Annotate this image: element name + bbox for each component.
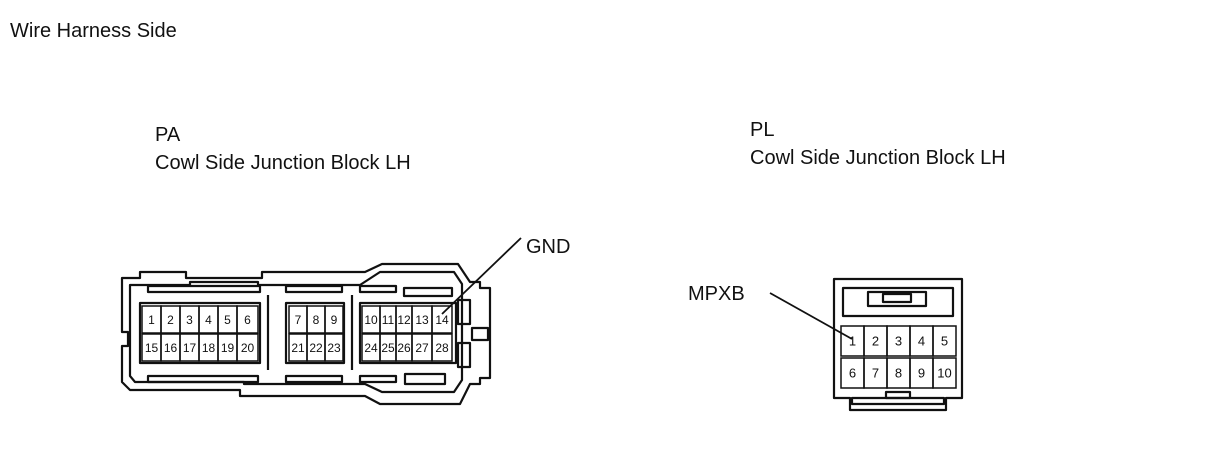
mpxb-leader-line [769,292,853,340]
gnd-callout-label: GND [526,236,571,258]
pin-cell: 19 [217,333,238,362]
connector-pa-name: Cowl Side Junction Block LH [155,152,411,174]
pin-cell: 27 [411,333,433,362]
pin-number: 10 [364,313,378,327]
pin-number: 3 [186,313,193,327]
pin-cell: 3 [179,305,200,334]
pin-number: 5 [224,313,231,327]
pin-cell: 5 [217,305,238,334]
pin-number: 4 [918,334,925,349]
pin-cell: 4 [909,325,934,357]
pin-number: 12 [397,313,411,327]
pin-number: 3 [895,334,902,349]
pin-cell: 9 [324,305,344,334]
pin-number: 8 [895,366,902,381]
pin-cell: 8 [886,357,911,389]
pin-cell: 25 [379,333,397,362]
pin-cell: 23 [324,333,344,362]
pin-number: 28 [435,341,449,355]
pin-cell: 2 [863,325,888,357]
pin-cell: 9 [909,357,934,389]
pin-number: 17 [183,341,197,355]
gnd-leader-line [441,237,522,315]
pin-cell: 17 [179,333,200,362]
diagram-title: Wire Harness Side [10,20,177,42]
pin-number: 23 [327,341,341,355]
pin-cell: 10 [932,357,957,389]
pin-number: 18 [202,341,216,355]
pin-cell: 2 [160,305,181,334]
pin-number: 1 [849,334,856,349]
connector-pa-code: PA [155,124,181,146]
pin-number: 11 [382,313,395,327]
pin-cell: 14 [431,305,453,334]
pin-number: 7 [295,313,302,327]
pin-number: 26 [397,341,411,355]
pin-number: 9 [331,313,338,327]
pin-number: 24 [364,341,378,355]
pin-number: 27 [415,341,429,355]
pin-cell: 3 [886,325,911,357]
pin-number: 1 [148,313,155,327]
pin-number: 20 [241,341,255,355]
pin-cell: 6 [840,357,865,389]
pin-number: 10 [937,366,951,381]
pin-cell: 8 [306,305,326,334]
pin-number: 13 [415,313,429,327]
pin-number: 15 [145,341,159,355]
connector-pl-code: PL [750,119,775,141]
pin-number: 7 [872,366,879,381]
pin-cell: 24 [361,333,381,362]
pin-cell: 5 [932,325,957,357]
pin-cell: 22 [306,333,326,362]
pin-cell: 1 [840,325,865,357]
pin-number: 6 [244,313,251,327]
connector-pa-housing [120,262,492,406]
pin-cell: 28 [431,333,453,362]
pin-number: 19 [221,341,235,355]
pin-cell: 7 [288,305,308,334]
pin-number: 25 [381,341,395,355]
pin-number: 9 [918,366,925,381]
pin-cell: 20 [236,333,259,362]
connector-pl-name: Cowl Side Junction Block LH [750,147,1006,169]
pin-number: 16 [164,341,178,355]
pin-cell: 7 [863,357,888,389]
pin-cell: 11 [379,305,397,334]
pin-number: 4 [205,313,212,327]
pin-cell: 10 [361,305,381,334]
pin-number: 14 [435,313,449,327]
pin-number: 2 [167,313,174,327]
pin-number: 2 [872,334,879,349]
pin-number: 6 [849,366,856,381]
pin-cell: 1 [141,305,162,334]
pin-number: 8 [313,313,320,327]
pin-cell: 16 [160,333,181,362]
pin-cell: 18 [198,333,219,362]
pin-number: 5 [941,334,948,349]
pin-cell: 12 [395,305,413,334]
pin-cell: 13 [411,305,433,334]
pin-number: 22 [309,341,323,355]
pin-cell: 4 [198,305,219,334]
pin-cell: 21 [288,333,308,362]
pin-cell: 26 [395,333,413,362]
connector-pl-housing [832,277,964,412]
pin-cell: 6 [236,305,259,334]
pin-cell: 15 [141,333,162,362]
pin-number: 21 [291,341,305,355]
mpxb-callout-label: MPXB [688,283,745,305]
connector-pl-pins: 1 2 3 4 5 6 7 8 9 10 [840,325,957,389]
